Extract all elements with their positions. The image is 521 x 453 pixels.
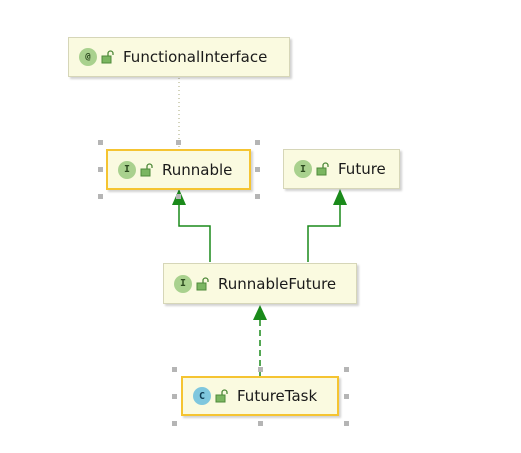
arrowhead-future: [333, 189, 347, 205]
node-runnable[interactable]: I Runnable: [106, 149, 251, 190]
selection-handle[interactable]: [258, 421, 263, 426]
node-future-task[interactable]: C FutureTask: [181, 376, 339, 416]
node-label: Future: [338, 160, 386, 178]
edge-runnable-future-to-runnable: [178, 205, 211, 262]
node-label: Runnable: [162, 160, 233, 179]
unlock-icon: [196, 276, 209, 290]
selection-handle[interactable]: [172, 394, 177, 399]
selection-handle[interactable]: [255, 194, 260, 199]
selection-handle[interactable]: [255, 167, 260, 172]
node-runnable-future[interactable]: I RunnableFuture: [163, 263, 357, 304]
edge-runnable-future-to-future: [307, 205, 341, 262]
selection-handle[interactable]: [172, 421, 177, 426]
selection-handle[interactable]: [255, 140, 260, 145]
selection-handle[interactable]: [98, 194, 103, 199]
interface-icon: I: [174, 274, 192, 293]
class-icon: C: [193, 387, 211, 405]
selection-handle[interactable]: [98, 140, 103, 145]
unlock-icon: [140, 162, 153, 176]
unlock-icon: [101, 50, 114, 64]
selection-handle[interactable]: [176, 140, 181, 145]
selection-handle[interactable]: [176, 194, 181, 199]
node-future[interactable]: I Future: [283, 149, 400, 189]
interface-icon: I: [294, 160, 312, 178]
unlock-icon: [316, 162, 329, 176]
selection-handle[interactable]: [344, 394, 349, 399]
selection-handle[interactable]: [344, 421, 349, 426]
unlock-icon: [215, 389, 228, 403]
arrowhead-runnable-future: [253, 305, 267, 320]
node-label: RunnableFuture: [218, 274, 337, 293]
selection-handle[interactable]: [172, 367, 177, 372]
annotation-icon: @: [79, 48, 97, 66]
interface-icon: I: [118, 160, 136, 179]
selection-handle[interactable]: [258, 367, 263, 372]
node-functional-interface[interactable]: @ FunctionalInterface: [68, 37, 290, 77]
selection-handle[interactable]: [98, 167, 103, 172]
selection-handle[interactable]: [344, 367, 349, 372]
node-label: FutureTask: [237, 387, 318, 405]
node-label: FunctionalInterface: [123, 48, 268, 66]
